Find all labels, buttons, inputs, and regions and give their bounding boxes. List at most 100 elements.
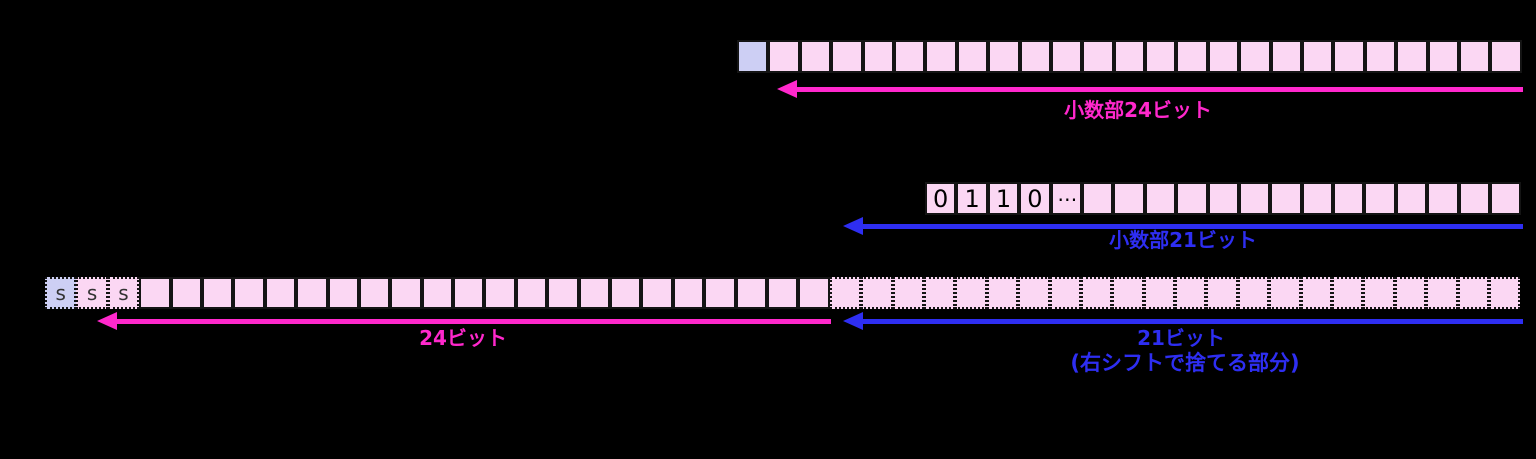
bit-cell-pink — [1458, 182, 1491, 215]
arrow-21bit-line — [857, 318, 1523, 324]
arrow-24bit-label: 24ビット — [419, 326, 507, 350]
arrow-fraction-21bit-label: 小数部21ビット — [1109, 228, 1257, 252]
bit-cell-pink-dotted — [1332, 277, 1364, 309]
bit-cell-pink-dotted — [1488, 277, 1521, 309]
bit-cell-pink — [1301, 182, 1334, 215]
bit-cell-pink: 1 — [987, 182, 1020, 215]
bit-cell-pink — [768, 40, 800, 73]
bit-cell-pink — [421, 277, 454, 309]
bit-cell-pink-dotted: s — [76, 277, 108, 309]
bit-cell-pink — [956, 40, 989, 73]
bit-cell-pink — [515, 277, 548, 309]
bit-cell-pink — [1176, 182, 1208, 215]
bit-cell-pink — [1050, 40, 1083, 73]
bit-cell-pink — [1113, 40, 1146, 73]
sign-extension-bit-label: s — [118, 281, 129, 305]
bit-cell-pink-dotted — [1175, 277, 1207, 309]
bit-cell-pink — [1207, 40, 1240, 73]
bit-cell-pink: 0 — [925, 182, 957, 215]
bit-cell-pink: ⋯ — [1050, 182, 1082, 215]
bit-cell-pink: 1 — [956, 182, 988, 215]
bit-cell-pink — [988, 40, 1020, 73]
bit-cell-pink — [1207, 182, 1239, 215]
bit-cell-pink — [1427, 182, 1459, 215]
bit-cell-pink — [1364, 182, 1396, 215]
bit-cell-pink — [1082, 40, 1114, 73]
bit-cell-pink-dotted — [861, 277, 893, 309]
bit-cell-pink — [799, 40, 832, 73]
bit-cell-pink — [453, 277, 485, 309]
bit-cell-pink-dotted — [1394, 277, 1427, 309]
bit-cell-pink-dotted — [892, 277, 924, 309]
bit-cell-pink-dotted — [1143, 277, 1176, 309]
arrow-fraction-21bit-line — [857, 223, 1523, 229]
bit-cell-pink — [1145, 40, 1177, 73]
bit-cell-pink — [1333, 40, 1365, 73]
bit-cell-pink-dotted — [1018, 277, 1050, 309]
bit-cell-pink-dotted — [986, 277, 1019, 309]
arrow-21bit-label: 21ビット — [1137, 326, 1225, 350]
bit-value: 1 — [995, 184, 1012, 213]
bit-cell-pink — [1490, 182, 1522, 215]
bit-cell-pink — [641, 277, 673, 309]
bit-cell-pink — [296, 277, 328, 309]
bit-cell-pink — [1458, 40, 1491, 73]
bit-cell-pink-dotted — [1269, 277, 1301, 309]
left-arrowhead-icon — [843, 312, 863, 330]
bit-cell-pink-dotted — [923, 277, 956, 309]
bit-cell-pink-dotted — [1112, 277, 1144, 309]
bit-cell-pink — [831, 40, 863, 73]
left-arrowhead-icon — [97, 312, 117, 330]
bit-cell-pink — [1019, 40, 1051, 73]
bit-value: 0 — [933, 184, 949, 213]
bit-cell-pink — [139, 277, 171, 309]
bit-cell-pink — [1396, 40, 1428, 73]
bit-cell-pink — [1333, 182, 1365, 215]
bit-cell-pink — [1364, 40, 1397, 73]
bit-cell-pink-dotted: s — [107, 277, 140, 309]
bit-cell-pink — [201, 277, 234, 309]
bit-cell-pink — [358, 277, 391, 309]
bit-cell-pink-dotted — [1206, 277, 1238, 309]
bit-cell-pink — [1081, 182, 1114, 215]
bit-cell-pink-dotted — [955, 277, 987, 309]
bit-cell-pink — [233, 277, 265, 309]
bit-cell-pink — [1395, 182, 1428, 215]
bit-cell-pink — [484, 277, 516, 309]
bit-cell-pink — [390, 277, 422, 309]
bit-cell-pink — [893, 40, 926, 73]
bit-cell-lavender-dotted: s — [45, 277, 77, 309]
bit-cell-lavender — [737, 40, 769, 73]
left-arrowhead-icon — [777, 80, 797, 98]
bit-cell-pink — [1144, 182, 1177, 215]
bit-cell-pink — [1270, 40, 1303, 73]
bit-cell-pink-dotted — [1049, 277, 1081, 309]
bit-cell-pink — [170, 277, 202, 309]
sign-extension-bit-label: s — [55, 281, 66, 305]
bit-cell-pink — [1270, 182, 1302, 215]
bit-value: 1 — [964, 184, 980, 213]
bit-cell-pink — [327, 277, 359, 309]
bit-value: 0 — [1027, 184, 1043, 213]
bit-cell-pink — [735, 277, 767, 309]
bit-cell-pink — [1113, 182, 1145, 215]
bit-cell-pink-dotted — [1457, 277, 1489, 309]
bit-value: ⋯ — [1057, 186, 1077, 211]
bit-cell-pink — [1302, 40, 1334, 73]
arrow-fraction-24bit-label: 小数部24ビット — [1064, 98, 1212, 122]
bit-cell-pink — [1238, 182, 1271, 215]
bit-cell-pink: 0 — [1019, 182, 1051, 215]
bit-cell-pink — [1239, 40, 1271, 73]
bit-cell-pink-dotted — [829, 277, 862, 309]
arrow-21bit-sublabel: (右シフトで捨てる部分) — [1070, 351, 1300, 375]
bit-cell-pink — [766, 277, 799, 309]
sign-extension-bit-label: s — [86, 281, 98, 305]
arrow-24bit-line — [111, 318, 831, 324]
left-arrowhead-icon — [843, 217, 863, 235]
bit-cell-pink — [1490, 40, 1522, 73]
bit-cell-pink — [862, 40, 894, 73]
bit-cell-pink — [578, 277, 611, 309]
